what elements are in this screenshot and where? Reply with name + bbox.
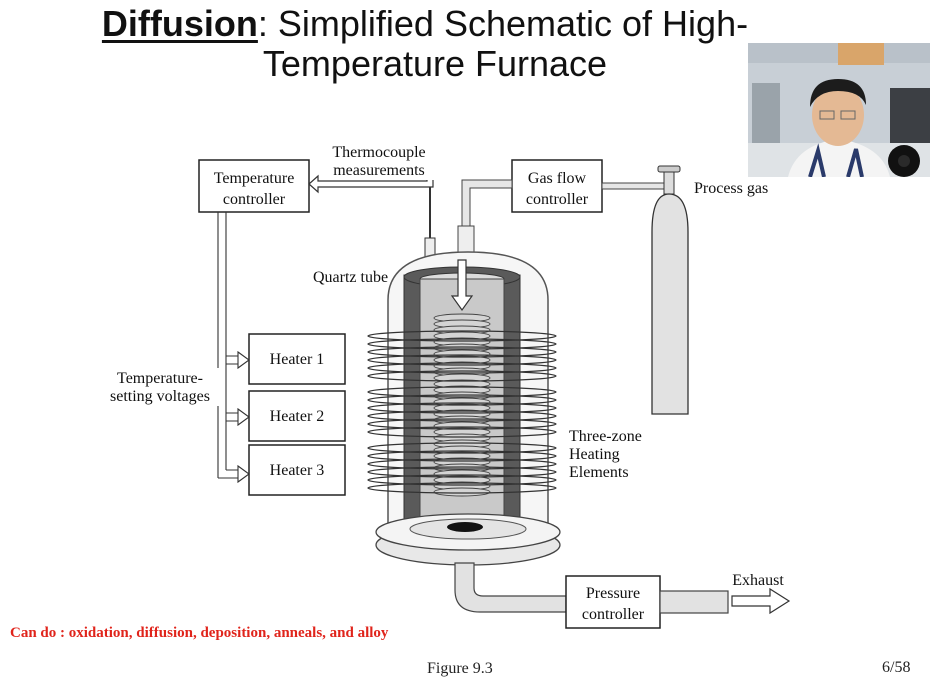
title-rest: : Simplified Schematic of High- bbox=[257, 3, 749, 44]
heating-coil bbox=[367, 458, 557, 470]
heating-coil bbox=[367, 410, 557, 422]
exhaust-pipe bbox=[454, 562, 567, 613]
heating-coil bbox=[367, 362, 557, 374]
heater-3-label: Heater 3 bbox=[270, 462, 325, 479]
pressure-outlet-pipe bbox=[659, 590, 729, 614]
heater-3-box bbox=[248, 444, 346, 496]
figure-caption: Figure 9.3 bbox=[427, 660, 493, 677]
exhaust-arrow bbox=[731, 587, 791, 615]
presenter-webcam bbox=[748, 43, 930, 177]
heating-coil bbox=[367, 354, 557, 366]
heating-coil bbox=[367, 394, 557, 406]
pressure-controller-label-1: Pressure bbox=[586, 585, 640, 602]
heating-coil bbox=[367, 386, 557, 398]
heating-coil bbox=[367, 370, 557, 382]
exhaust-port bbox=[447, 522, 483, 532]
presenter-video-image bbox=[748, 43, 930, 177]
heating-coil bbox=[367, 346, 557, 358]
gas-flow-controller-box bbox=[511, 159, 603, 213]
exhaust-label: Exhaust bbox=[732, 572, 784, 589]
heating-coil bbox=[367, 402, 557, 414]
three-zone-label-2: Heating bbox=[569, 446, 620, 463]
temperature-controller-label-2: controller bbox=[223, 191, 286, 208]
three-zone-label-3: Elements bbox=[569, 464, 629, 481]
thermocouple-arrow bbox=[308, 174, 434, 194]
heating-coil bbox=[367, 338, 557, 350]
heating-coil bbox=[367, 482, 557, 494]
heater-2-label: Heater 2 bbox=[270, 408, 325, 425]
slide-title-line2: Temperature Furnace bbox=[262, 43, 608, 84]
gas-inlet-pipe bbox=[461, 179, 513, 233]
heating-coil bbox=[367, 426, 557, 438]
page-number: 6/58 bbox=[882, 659, 911, 676]
thermocouple-label-1: Thermocouple bbox=[332, 144, 425, 161]
title-diffusion: Diffusion bbox=[101, 3, 258, 44]
gas-cylinder-valve bbox=[663, 169, 675, 195]
heater-1-box bbox=[248, 333, 346, 385]
gas-cylinder bbox=[651, 193, 689, 415]
heating-coil bbox=[367, 474, 557, 486]
heating-coil bbox=[367, 418, 557, 430]
voltage-arrowheads bbox=[237, 350, 250, 484]
pressure-controller-label-2: controller bbox=[582, 606, 645, 623]
heating-coil bbox=[367, 330, 557, 342]
heater-tube-left-wall bbox=[403, 274, 421, 541]
wafer bbox=[433, 487, 491, 497]
temp-setting-label-1: Temperature- bbox=[117, 370, 203, 387]
slide-title-line1: Diffusion: Simplified Schematic of High- bbox=[0, 4, 890, 44]
heating-coil bbox=[367, 442, 557, 454]
three-zone-label-1: Three-zone bbox=[569, 428, 642, 445]
temperature-controller-label-1: Temperature bbox=[214, 170, 295, 187]
pressure-controller-box bbox=[565, 575, 661, 629]
wafer-stack bbox=[433, 313, 491, 497]
process-gas-label: Process gas bbox=[694, 180, 768, 197]
gas-flow-label-2: controller bbox=[526, 191, 589, 208]
heater-2-box bbox=[248, 390, 346, 442]
voltage-lines bbox=[217, 212, 238, 479]
gas-flow-label-1: Gas flow bbox=[528, 170, 587, 187]
thermocouple-label-2: measurements bbox=[333, 162, 425, 179]
gas-cylinder-valve-top bbox=[657, 165, 681, 173]
gas-flow-arrow bbox=[450, 259, 474, 312]
quartz-tube-label: Quartz tube bbox=[313, 269, 388, 286]
heating-coil bbox=[367, 450, 557, 462]
heater-tube-right-wall bbox=[503, 274, 521, 541]
voltage-label-bg bbox=[108, 368, 220, 406]
process-gas-pipe bbox=[601, 182, 669, 190]
heater-1-label: Heater 1 bbox=[270, 351, 325, 368]
capabilities-note: Can do : oxidation, diffusion, depositio… bbox=[10, 625, 389, 641]
heating-coil bbox=[367, 466, 557, 478]
temp-setting-label-2: setting voltages bbox=[110, 388, 210, 405]
temperature-controller-box bbox=[198, 159, 310, 213]
heating-coils bbox=[367, 330, 557, 494]
